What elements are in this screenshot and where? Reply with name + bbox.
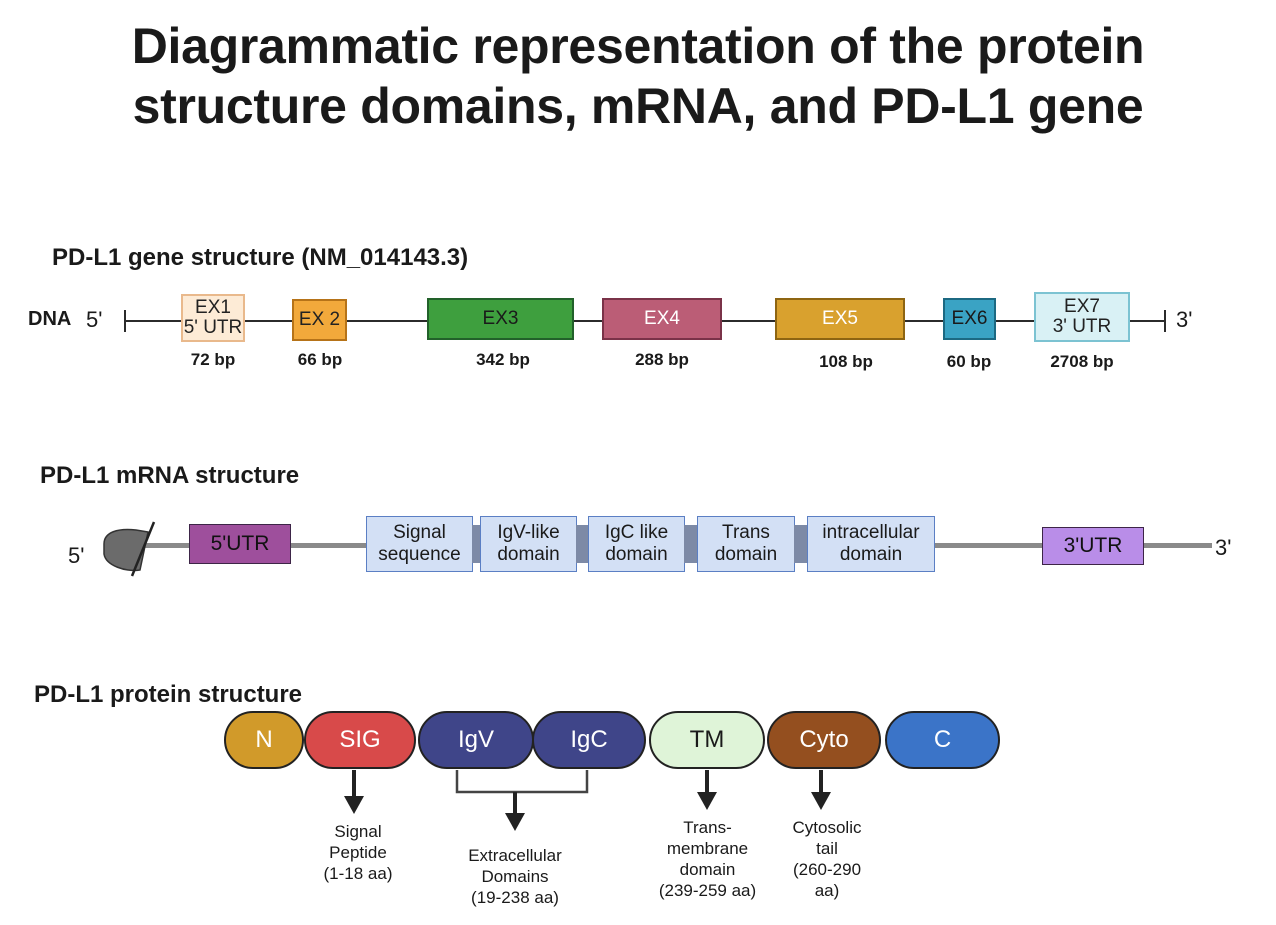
tm-arrow-stem	[705, 770, 709, 792]
exon-6: EX6	[943, 298, 996, 340]
annotation-cytosolic: Cytosolic tail (260-290 aa)	[775, 817, 879, 901]
annotation-cyto-line4: aa)	[814, 881, 840, 900]
mrna-5utr: 5'UTR	[189, 524, 291, 564]
domain-tm: TM	[649, 711, 765, 769]
annotation-tm-line1: Trans-	[683, 818, 732, 837]
domain-sig: SIG	[304, 711, 416, 769]
mrna-section-title: PD-L1 mRNA structure	[40, 462, 300, 489]
mrna-intra-line2: domain	[839, 544, 903, 565]
exon-7-length: 2708 bp	[1050, 352, 1114, 371]
mrna-junction-3	[684, 525, 698, 563]
domain-c: C	[885, 711, 1000, 769]
exon-4-length: 288 bp	[635, 350, 689, 369]
exon-4-name: EX4	[644, 308, 680, 329]
annotation-extra-line1: Extracellular	[468, 846, 562, 865]
exon-6-name: EX6	[951, 308, 988, 329]
page-title: Diagrammatic representation of the prote…	[0, 16, 1276, 136]
protein-section-title: PD-L1 protein structure	[34, 681, 303, 708]
mrna-three-prime: 3'	[1215, 535, 1232, 560]
annotation-extra-line3: (19-238 aa)	[471, 888, 559, 907]
domain-n: N	[224, 711, 304, 769]
domain-cyto: Cyto	[767, 711, 881, 769]
title-line-1: Diagrammatic representation of the prote…	[131, 18, 1145, 74]
exon-4: EX4	[602, 298, 722, 340]
exon-3: EX3	[427, 298, 574, 340]
domain-igc: IgC	[532, 711, 646, 769]
extracellular-arrow-head	[505, 813, 525, 831]
mrna-igc-line1: IgC like	[604, 522, 669, 543]
mrna-3utr: 3'UTR	[1042, 527, 1144, 565]
extracellular-bracket	[455, 770, 589, 794]
mrna-junction-2	[576, 525, 589, 563]
dna-label: DNA	[28, 308, 72, 330]
sig-arrow-head	[344, 796, 364, 814]
gene-section-title: PD-L1 gene structure (NM_014143.3)	[52, 244, 469, 271]
exon-5-name: EX5	[822, 308, 858, 329]
mrna-igv-line2: domain	[497, 544, 560, 565]
mrna-cap-icon	[103, 521, 156, 577]
exon-7-sub: 3' UTR	[1052, 316, 1112, 337]
exon-5-length: 108 bp	[819, 352, 873, 371]
dna-three-prime: 3'	[1176, 307, 1193, 332]
exon-6-length: 60 bp	[946, 352, 992, 371]
annotation-tm-line3: domain	[679, 860, 736, 879]
exon-2-length: 66 bp	[297, 350, 343, 369]
exon-3-name: EX3	[482, 308, 519, 329]
annotation-extra-line2: Domains	[481, 867, 549, 886]
mrna-five-prime: 5'	[68, 543, 85, 568]
cyto-arrow-stem	[819, 770, 823, 792]
annotation-tm-line2: membrane	[666, 839, 749, 858]
extracellular-arrow-stem	[513, 792, 517, 814]
exon-1-name: EX1	[195, 297, 231, 318]
domain-igv: IgV	[418, 711, 534, 769]
sig-arrow-stem	[352, 770, 356, 796]
exon-1-sub: 5' UTR	[183, 317, 243, 338]
exon-7-name: EX7	[1064, 296, 1100, 317]
exon-7: EX7 3' UTR	[1034, 292, 1130, 342]
exon-1-length: 72 bp	[190, 350, 236, 369]
dna-end-bar	[1164, 310, 1166, 332]
annotation-signal-line3: (1-18 aa)	[323, 864, 393, 883]
mrna-trans-line1: Trans	[722, 522, 770, 543]
mrna-igc-line2: domain	[605, 544, 668, 565]
annotation-cyto-line2: tail	[816, 839, 838, 858]
dna-five-prime: 5'	[86, 307, 103, 332]
annotation-signal-peptide: Signal Peptide (1-18 aa)	[308, 821, 408, 884]
exon-2-name: EX 2	[298, 309, 341, 330]
mrna-trans-line2: domain	[714, 544, 778, 565]
annotation-signal-line1: Signal	[334, 822, 382, 841]
cyto-arrow-head	[811, 792, 831, 810]
mrna-igv-line1: IgV-like	[497, 522, 560, 543]
annotation-extracellular: Extracellular Domains (19-238 aa)	[455, 845, 575, 908]
annotation-tm-line4: (239-259 aa)	[658, 881, 757, 900]
exon-2: EX 2	[292, 299, 347, 341]
title-line-2: structure domains, mRNA, and PD-L1 gene	[132, 78, 1144, 134]
annotation-cyto-line3: (260-290	[792, 860, 862, 879]
mrna-signal-line1: Signal	[393, 522, 446, 543]
mrna-intra-line1: intracellular	[822, 522, 920, 543]
exon-3-length: 342 bp	[476, 350, 530, 369]
mrna-signal-line2: sequence	[378, 544, 461, 565]
mrna-junction-4	[794, 525, 808, 563]
annotation-cyto-line1: Cytosolic	[792, 818, 862, 837]
exon-5: EX5	[775, 298, 905, 340]
annotation-transmembrane: Trans- membrane domain (239-259 aa)	[650, 817, 765, 901]
annotation-signal-line2: Peptide	[329, 843, 387, 862]
exon-1: EX1 5' UTR	[181, 294, 245, 342]
mrna-junction-1	[472, 525, 482, 563]
tm-arrow-head	[697, 792, 717, 810]
